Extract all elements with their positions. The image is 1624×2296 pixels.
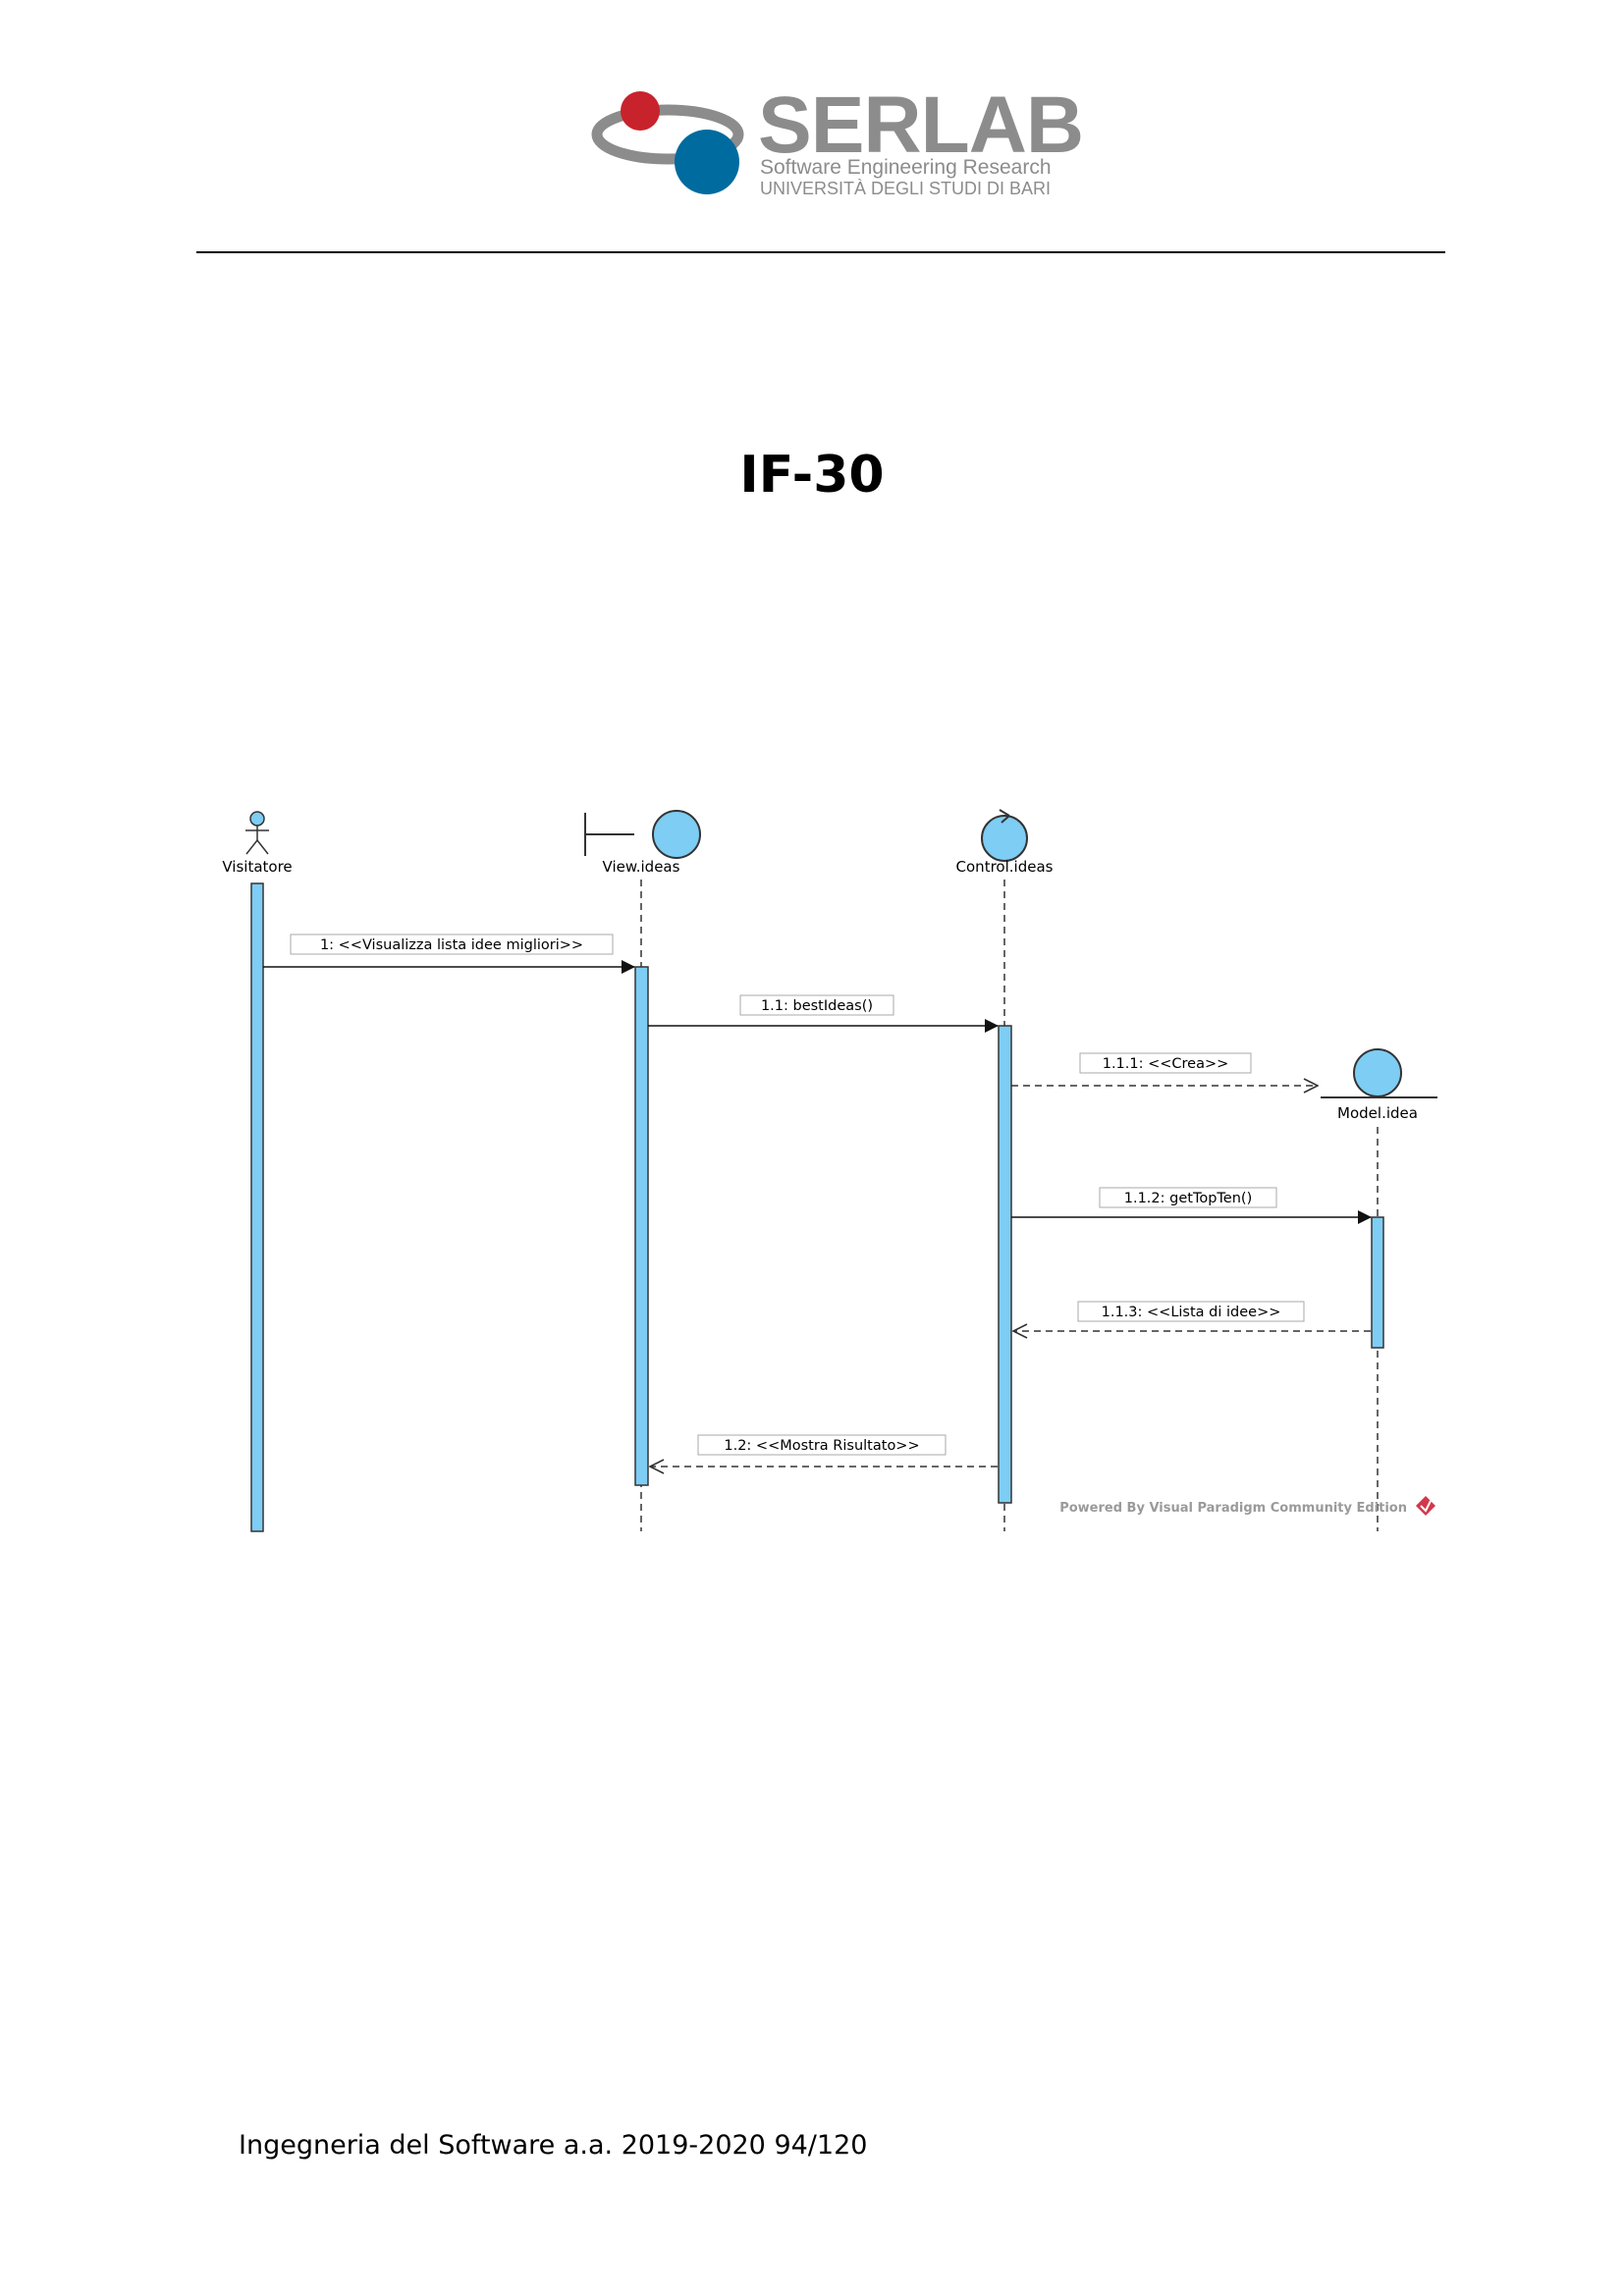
message-1-1-3: 1.1.3: <<Lista di idee>> [1013, 1301, 1371, 1331]
sequence-diagram-canvas: Visitatore View.ideas Control.ideas [222, 809, 1437, 1532]
message-label: 1.2: <<Mostra Risultato>> [724, 1438, 919, 1454]
message-label: 1.1.1: <<Crea>> [1103, 1056, 1229, 1072]
control-icon [981, 809, 1028, 862]
logo-subtitle: Software Engineering Research [760, 156, 1052, 179]
message-label: 1.1.3: <<Lista di idee>> [1102, 1305, 1281, 1320]
logo-wordmark: SERLAB [758, 80, 1084, 170]
lifeline-label: Visitatore [222, 858, 292, 876]
visual-paradigm-watermark: Powered By Visual Paradigm Community Edi… [1059, 1496, 1435, 1516]
entity-icon [1321, 1048, 1437, 1098]
message-1-1-2: 1.1.2: getTopTen() [1011, 1187, 1372, 1224]
actor-icon [245, 811, 269, 855]
message-1-2: 1.2: <<Mostra Risultato>> [650, 1434, 998, 1467]
message-label: 1.1.2: getTopTen() [1124, 1191, 1253, 1206]
header-divider [196, 251, 1445, 253]
visual-paradigm-logo-icon [1416, 1496, 1435, 1516]
lifeline-label: Model.idea [1337, 1104, 1418, 1122]
activation-bar [250, 882, 264, 1532]
serlab-logo-mark-icon [591, 91, 744, 194]
page-title: IF-30 [739, 446, 885, 505]
boundary-icon [584, 810, 701, 859]
activation-bar [1371, 1216, 1384, 1349]
message-1-1: 1.1: bestIdeas() [648, 994, 999, 1033]
sequence-diagram: Visitatore View.ideas Control.ideas [196, 795, 1453, 1545]
logo-university: UNIVERSITÀ DEGLI STUDI DI BARI [760, 179, 1052, 198]
lifeline-control-ideas: Control.ideas [956, 809, 1054, 1531]
message-label: 1.1: bestIdeas() [761, 998, 873, 1014]
lifeline-label: Control.ideas [956, 858, 1054, 876]
activation-bar [634, 966, 649, 1486]
page-footer: Ingegneria del Software a.a. 2019-2020 9… [239, 2130, 868, 2161]
lifeline-view-ideas: View.ideas [584, 810, 701, 1531]
lifeline-visitatore: Visitatore [222, 811, 293, 1532]
watermark-text: Powered By Visual Paradigm Community Edi… [1059, 1501, 1407, 1516]
message-1-1-1: 1.1.1: <<Crea>> [1011, 1052, 1318, 1086]
lifeline-label: View.ideas [603, 858, 680, 876]
activation-bar [998, 1025, 1012, 1504]
serlab-logo: SERLAB Software Engineering Research UNI… [589, 83, 1084, 201]
message-1: 1: <<Visualizza lista idee migliori>> [263, 934, 635, 974]
message-label: 1: <<Visualizza lista idee migliori>> [320, 937, 583, 953]
lifeline-model-idea: Model.idea [1321, 1048, 1437, 1531]
